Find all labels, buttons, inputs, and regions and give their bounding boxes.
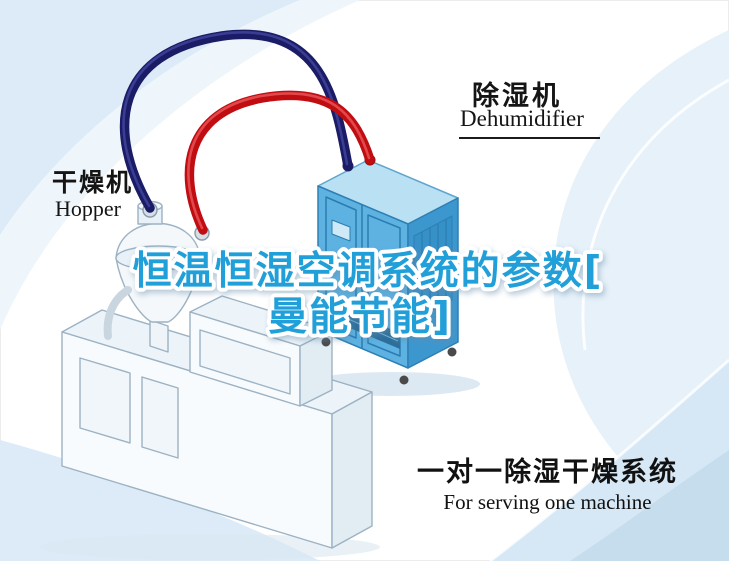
dehumidifier-door-left bbox=[325, 196, 357, 339]
machine-shadow bbox=[40, 534, 380, 560]
hopper-label-en: Hopper bbox=[55, 196, 121, 221]
caster-wheel bbox=[321, 337, 331, 347]
main-title-line2: 曼能节能] bbox=[268, 295, 452, 340]
side-vent-panel bbox=[413, 215, 453, 321]
swoosh-top-left-inner bbox=[0, 0, 360, 330]
machine-right-face bbox=[331, 391, 373, 549]
vent-slat bbox=[327, 309, 399, 342]
main-title: 恒温恒湿空调系统的参数[ 曼能节能] bbox=[129, 245, 606, 344]
swoosh-top-left bbox=[0, 0, 300, 235]
door-handle bbox=[349, 267, 355, 273]
caster-wheel bbox=[399, 375, 409, 385]
hopper-stem bbox=[149, 319, 169, 353]
swoosh-bottom-right-inner bbox=[570, 450, 729, 561]
dehumidifier-label-cn: 除湿机 bbox=[472, 81, 562, 112]
hopper-machine-illustration bbox=[61, 200, 373, 549]
hopper-elbow-duct bbox=[103, 286, 132, 340]
door-handle bbox=[369, 274, 375, 280]
red-hose-highlight bbox=[187, 92, 371, 230]
dehumidifier-illustration bbox=[317, 154, 459, 385]
caster-wheel bbox=[447, 347, 457, 357]
machine-upper-right bbox=[299, 329, 333, 407]
dehumidifier-nameplate bbox=[331, 219, 351, 242]
main-title-line1: 恒温恒湿空调系统的参数[ bbox=[133, 249, 604, 294]
machine-panel bbox=[79, 357, 131, 444]
swoosh-bottom-line bbox=[489, 358, 729, 561]
dehumidifier-label-underline bbox=[459, 137, 600, 139]
dehumidifier-label-en: Dehumidifier bbox=[460, 106, 584, 131]
swoosh-right-line bbox=[581, 78, 729, 351]
hopper-label-cn: 干燥机 bbox=[52, 168, 134, 197]
footer-caption-en: For serving one machine bbox=[443, 490, 652, 514]
dehumidifier-door-right bbox=[367, 214, 401, 357]
machine-upper-panel bbox=[199, 329, 291, 395]
hoses bbox=[119, 29, 375, 235]
footer-caption-cn: 一对一除湿干燥系统 bbox=[417, 457, 678, 488]
hopper-rim bbox=[115, 245, 201, 271]
machine-panel bbox=[141, 376, 179, 459]
